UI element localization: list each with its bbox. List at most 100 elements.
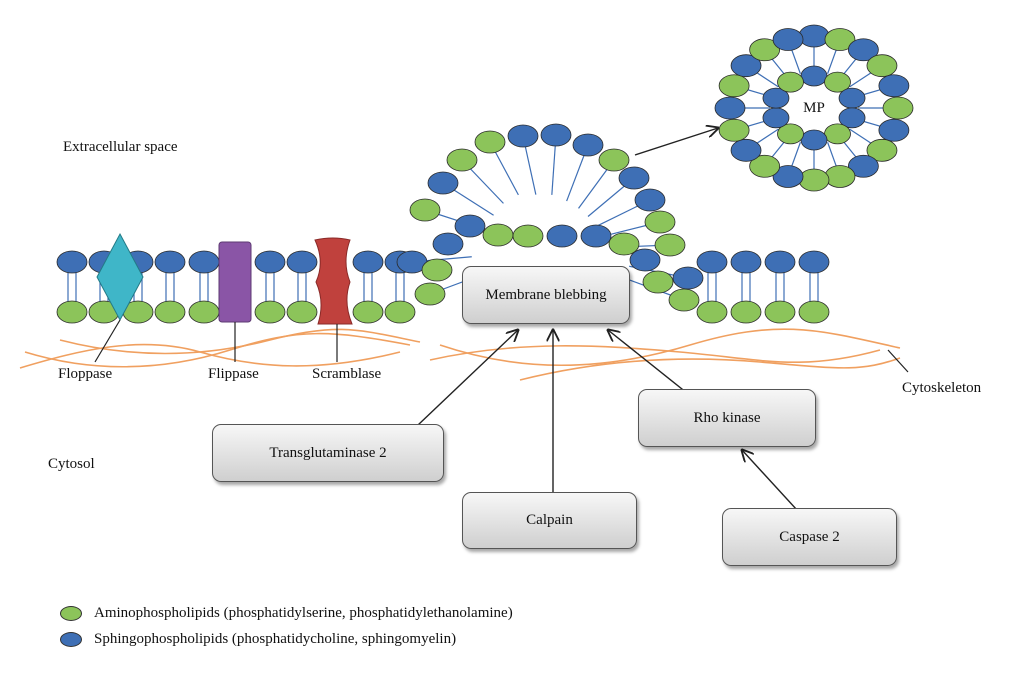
lipid-head bbox=[56, 250, 88, 274]
microparticle-lipid-head bbox=[798, 168, 830, 192]
lipid-head bbox=[286, 250, 318, 274]
flippase-label: Flippase bbox=[208, 366, 259, 382]
lipid-head bbox=[352, 300, 384, 324]
blue-circle-icon bbox=[60, 631, 82, 647]
protein-leader-lines bbox=[94, 319, 909, 373]
lipid-head bbox=[352, 250, 384, 274]
lipid-head bbox=[427, 171, 459, 195]
microparticle-lipid-head bbox=[866, 138, 898, 162]
flippase-protein bbox=[218, 241, 252, 323]
lipid-head bbox=[598, 148, 630, 172]
microparticle-lipid-head bbox=[730, 54, 762, 78]
microparticle-lipid-head bbox=[847, 38, 879, 62]
lipid-head bbox=[454, 214, 486, 238]
lipid-head bbox=[446, 148, 478, 172]
legend-item-aminophospholipids: Aminophospholipids (phosphatidylserine, … bbox=[60, 600, 513, 626]
pathway-arrows bbox=[417, 128, 798, 511]
cytoskeleton-fibers bbox=[19, 328, 901, 381]
lipid-head bbox=[668, 288, 700, 312]
arrow-bleb-to-mp bbox=[634, 128, 718, 156]
lipid-head bbox=[696, 300, 728, 324]
microparticle-lipid-head bbox=[798, 24, 830, 48]
microparticle-lipid-head bbox=[800, 129, 828, 151]
lipid-head bbox=[254, 250, 286, 274]
microparticle-lipid-head bbox=[878, 74, 910, 98]
microparticle-lipid-head bbox=[762, 87, 790, 109]
microparticle-lipid-head bbox=[882, 96, 914, 120]
cytosol-label: Cytosol bbox=[48, 456, 95, 472]
microparticle-lipid-head bbox=[824, 28, 856, 51]
microparticle-lipid-head bbox=[772, 28, 804, 51]
microparticle-lipid-head bbox=[838, 87, 866, 109]
lipid-head bbox=[654, 233, 686, 257]
legend: Aminophospholipids (phosphatidylserine, … bbox=[60, 600, 513, 652]
legend-label-aminophospholipids: Aminophospholipids (phosphatidylserine, … bbox=[94, 604, 513, 621]
floppase-label: Floppase bbox=[58, 366, 113, 382]
lipid-head bbox=[421, 258, 453, 282]
lipid-head bbox=[618, 166, 650, 190]
lipid-head bbox=[432, 232, 464, 256]
microparticle-lipid-head bbox=[714, 96, 746, 120]
microparticle-lipid-head bbox=[777, 123, 804, 145]
lipid-head bbox=[608, 232, 640, 256]
legend-item-sphingophospholipids: Sphingophospholipids (phosphatidycholine… bbox=[60, 626, 513, 652]
lipid-head bbox=[546, 224, 578, 248]
lipid-head bbox=[507, 124, 539, 148]
lipid-head bbox=[644, 210, 676, 234]
transglutaminase-2-box: Transglutaminase 2 bbox=[212, 424, 444, 482]
lipid-head bbox=[572, 133, 604, 157]
lipid-head bbox=[474, 130, 506, 154]
microparticle-label: MP bbox=[803, 100, 825, 116]
lipid-head bbox=[696, 250, 728, 274]
caspase-2-box: Caspase 2 bbox=[722, 508, 897, 566]
lipid-head bbox=[798, 250, 830, 274]
microparticle-lipid-head bbox=[866, 54, 898, 78]
lipid-head bbox=[409, 198, 441, 222]
lipid-head bbox=[580, 224, 612, 248]
lipid-head bbox=[188, 300, 220, 324]
lipid-head bbox=[254, 300, 286, 324]
lipid-head bbox=[188, 250, 220, 274]
lipid-head bbox=[798, 300, 830, 324]
cytoskeleton-label: Cytoskeleton bbox=[902, 380, 982, 396]
microparticle-lipid-head bbox=[718, 118, 750, 142]
microparticle-lipid-head bbox=[878, 118, 910, 142]
microparticle-lipid-head bbox=[824, 71, 851, 93]
lipid-head bbox=[414, 282, 446, 306]
calpain-box: Calpain bbox=[462, 492, 637, 549]
lipid-head bbox=[629, 248, 661, 272]
legend-label-sphingophospholipids: Sphingophospholipids (phosphatidycholine… bbox=[94, 630, 457, 647]
arrow-rhokinase-to-blebbing bbox=[608, 330, 688, 394]
microparticle-lipid-head bbox=[824, 165, 856, 188]
extracellular-space-label: Extracellular space bbox=[63, 139, 178, 155]
microparticle-lipid-head bbox=[800, 65, 828, 87]
microparticle-lipid-head bbox=[777, 71, 804, 93]
microparticle-lipid-head bbox=[718, 74, 750, 98]
lipid-head bbox=[730, 250, 762, 274]
lipid-head bbox=[56, 300, 88, 324]
lipid-head bbox=[286, 300, 318, 324]
rho-kinase-box: Rho kinase bbox=[638, 389, 816, 447]
microparticle-lipid-head bbox=[847, 154, 879, 178]
lipid-head bbox=[764, 250, 796, 274]
lipid-head bbox=[642, 270, 674, 294]
green-circle-icon bbox=[60, 605, 82, 621]
scramblase-protein bbox=[314, 237, 353, 325]
lipid-head bbox=[730, 300, 762, 324]
membrane-blebbing-box: Membrane blebbing bbox=[462, 266, 630, 324]
microparticle-lipid-head bbox=[749, 38, 781, 62]
microparticle-lipid-head bbox=[772, 165, 804, 188]
lipid-head bbox=[672, 266, 704, 290]
lipid-head bbox=[384, 300, 416, 324]
lipid-head bbox=[482, 223, 514, 247]
lipid-head bbox=[634, 188, 666, 212]
microparticle-lipid-head bbox=[762, 107, 790, 129]
microparticle-lipid-head bbox=[749, 154, 781, 178]
lipid-head bbox=[764, 300, 796, 324]
lipid-head bbox=[512, 224, 544, 248]
lipid-head bbox=[154, 300, 186, 324]
arrow-caspase-to-rhokinase bbox=[742, 450, 798, 511]
microparticle-lipid-head bbox=[824, 123, 851, 145]
microparticle-lipid-head bbox=[838, 107, 866, 129]
